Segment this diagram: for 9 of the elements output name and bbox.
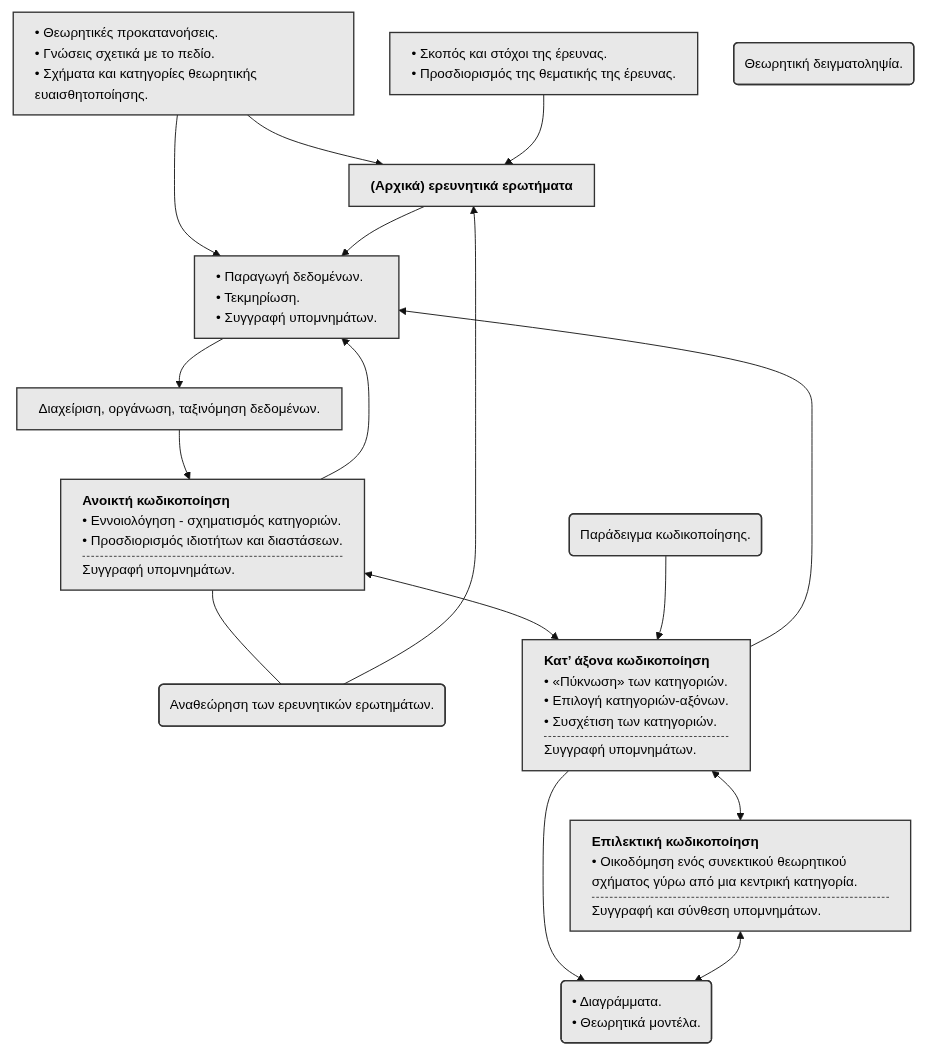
node-box: Διαχείριση, οργάνωση, ταξινόμηση δεδομένων. xyxy=(16,387,343,431)
node-box: • Θεωρητικές προκατανοήσεις. • Γνώσεις σχετικά με το πεδίο. • Σχήματα και κατηγορίες θεωρητικής ευαισθητοποίησης. xyxy=(12,11,355,116)
node-box: Κατ’ άξονα κωδικοποίηση • «Πύκνωση» των κατηγοριών. • Επιλογή κατηγοριών-αξόνων. • Συσχέτιση των κατηγοριών. Συγγραφή υπομνημάτων. xyxy=(521,639,751,772)
node-box: (Αρχικά) ερευνητικά ερωτήματα xyxy=(348,163,596,207)
node-box: Ανοικτή κωδικοποίηση • Εννοιολόγηση - σχηματισμός κατηγοριών. • Προσδιορισμός ιδιοτήτων και διαστάσεων. Συγγραφή υπομνημάτων. xyxy=(60,478,366,591)
node-box: • Σκοπός και στόχοι της έρευνας. • Προσδιορισμός της θεματικής της έρευνας. xyxy=(389,31,699,96)
node-box: Επιλεκτική κωδικοποίηση • Οικοδόμηση ενός συνεκτικού θεωρητικού σχήματος γύρω από μια κεντρική κατηγορία. Συγγραφή και σύνθεση υπομνημάτων. xyxy=(569,819,912,932)
connector xyxy=(212,589,283,686)
node-box: • Παραγωγή δεδομένων. • Τεκμηρίωση. • Συγγραφή υπομνημάτων. xyxy=(193,255,400,339)
